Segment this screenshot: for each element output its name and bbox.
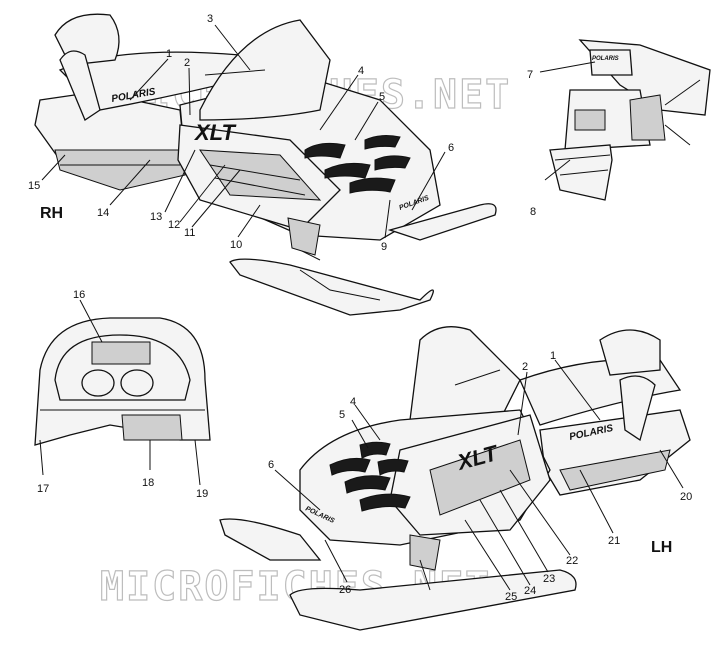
callout-7: 7: [527, 69, 533, 81]
rh-xlt-mark: XLT: [193, 120, 236, 145]
dash-panel: 16 17 18 19: [34, 289, 211, 500]
rear-detail: POLARIS 7 8: [527, 39, 711, 218]
callout-lh-1: 1: [550, 350, 556, 362]
callout-15: 15: [28, 180, 40, 192]
callout-18: 18: [142, 477, 154, 489]
rear-polaris-brand: POLARIS: [592, 56, 619, 62]
callout-22: 22: [566, 555, 578, 567]
callout-25: 25: [505, 591, 517, 603]
callout-8: 8: [530, 206, 536, 218]
callout-11: 11: [184, 227, 195, 239]
callout-16: 16: [73, 289, 85, 301]
callout-24: 24: [524, 585, 536, 597]
callout-lh-5: 5: [339, 409, 345, 421]
callout-21: 21: [608, 535, 620, 547]
callout-lh-6: 6: [268, 459, 274, 471]
rh-leader-lines: [41, 24, 446, 239]
callout-10: 10: [230, 239, 242, 251]
callout-13: 13: [150, 211, 162, 223]
callout-2: 2: [184, 57, 190, 69]
lh-snowmobile: XLT POLARIS POLARIS: [219, 326, 691, 631]
dash-label-16: [91, 341, 151, 365]
callout-1: 1: [166, 48, 172, 60]
callout-14: 14: [97, 207, 109, 219]
lh-callouts: 1 2 4 5 6 20 21 22 23 24 25 26 LH: [268, 350, 692, 603]
callout-5: 5: [379, 91, 385, 103]
callout-19: 19: [196, 488, 208, 500]
callout-23: 23: [543, 573, 555, 585]
callout-lh-2: 2: [522, 361, 528, 373]
callout-4: 4: [358, 65, 364, 77]
callout-20: 20: [680, 491, 692, 503]
rh-callouts: 1 2 3 4 5 6 9 10 11 12 13 14 15 RH: [28, 13, 454, 253]
lh-leader-lines: [274, 359, 684, 591]
callout-3: 3: [207, 13, 213, 25]
callout-9: 9: [381, 241, 387, 253]
callout-6: 6: [448, 142, 454, 154]
callout-17: 17: [37, 483, 49, 495]
callout-26: 26: [339, 584, 351, 596]
rh-side-label: RH: [40, 205, 63, 222]
callout-lh-4: 4: [350, 396, 356, 408]
rh-snowmobile: XLT POLARIS POLARIS: [34, 13, 497, 316]
callout-12: 12: [168, 219, 180, 231]
lh-side-label: LH: [651, 539, 672, 556]
